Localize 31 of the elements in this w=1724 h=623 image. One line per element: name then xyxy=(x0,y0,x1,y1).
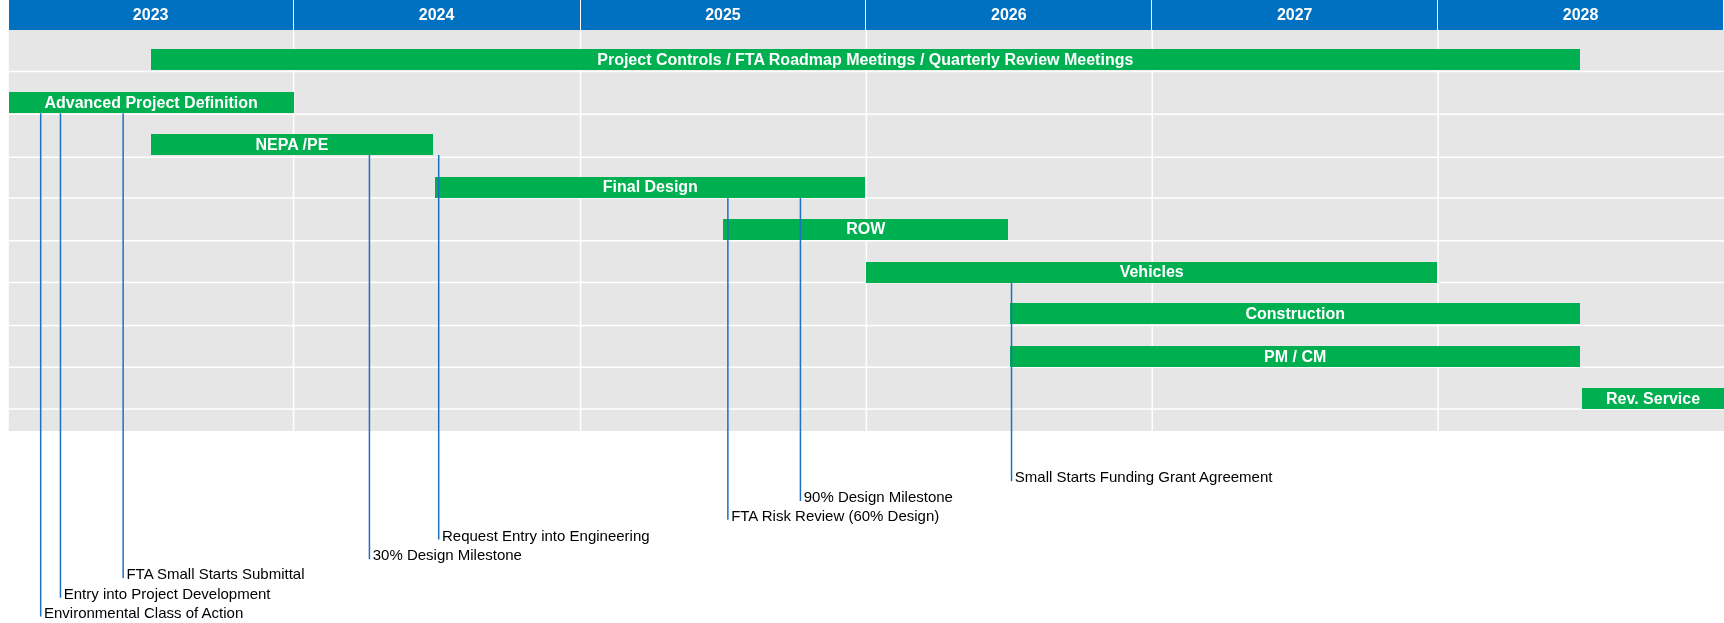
leader-line xyxy=(122,112,124,579)
milestone-label: 90% Design Milestone xyxy=(803,488,953,507)
gantt-bar: Project Controls / FTA Roadmap Meetings / Quarterly Review Meetings xyxy=(150,49,1580,71)
leader-line xyxy=(368,154,371,560)
year-header: 2026 xyxy=(866,0,1153,30)
leader-line xyxy=(727,197,729,521)
leader-line xyxy=(1010,281,1013,482)
year-header: 2024 xyxy=(293,0,581,30)
milestone-label: Request Entry into Engineering xyxy=(442,526,650,545)
year-header: 2023 xyxy=(8,0,294,30)
year-header: 2028 xyxy=(1438,0,1724,30)
gantt-bar: Vehicles xyxy=(866,261,1437,283)
gantt-bar: Advanced Project Definition xyxy=(8,92,294,114)
milestone-label: FTA Small Starts Submittal xyxy=(126,565,305,584)
milestone-label: 30% Design Milestone xyxy=(372,546,522,565)
milestone-label: FTA Risk Review (60% Design) xyxy=(731,506,940,525)
gantt-bar: PM / CM xyxy=(1010,346,1580,368)
leader-line xyxy=(799,197,802,502)
gantt-bar: NEPA /PE xyxy=(150,134,434,155)
gantt-bar: Rev. Service xyxy=(1582,388,1724,409)
milestone-label: Entry into Project Development xyxy=(63,584,271,603)
leader-line xyxy=(39,112,42,618)
leader-line xyxy=(437,154,440,541)
leader-line xyxy=(59,112,62,599)
milestone-label: Environmental Class of Action xyxy=(43,603,244,622)
year-header: 2027 xyxy=(1152,0,1439,30)
milestone-label: Small Starts Funding Grant Agreement xyxy=(1014,468,1273,487)
gantt-bar: ROW xyxy=(723,218,1009,240)
gantt-bar: Construction xyxy=(1010,303,1580,325)
year-header: 2025 xyxy=(580,0,867,30)
gantt-bar: Final Design xyxy=(435,177,866,198)
